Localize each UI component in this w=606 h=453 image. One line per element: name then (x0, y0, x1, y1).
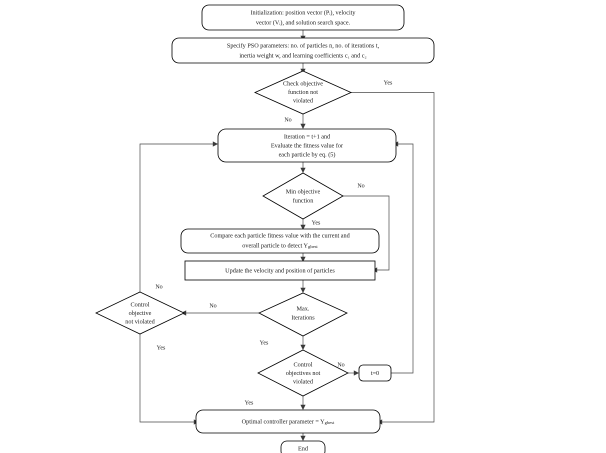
label-min-yes: Yes (312, 220, 321, 226)
compare-fitness-shape (180, 228, 380, 254)
label-check-yes: Yes (384, 80, 393, 86)
label-max-no: No (209, 303, 216, 309)
compare-fitness-line-1: Compare each particle fitness value with… (210, 232, 350, 239)
update-velocity-shape (184, 260, 376, 281)
min-objective-line-1: Min objective (286, 188, 321, 195)
node-control-objective-left: Control objective not violated (95, 291, 185, 335)
max-iterations-line-1: Max. (297, 305, 310, 312)
update-velocity-label: Update the velocity and position of part… (225, 267, 335, 274)
label-min-no: No (357, 183, 364, 189)
node-compare-fitness: Compare each particle fitness value with… (180, 228, 380, 254)
specify-params-line-1: Specify PSO parameters: no. of particles… (227, 42, 380, 49)
iteration-line-3: each particle by eq. (5) (279, 151, 336, 158)
reset-t-label: t=0 (371, 370, 379, 377)
specify-params-line-2: inertia weight w, and learning coefficie… (239, 52, 366, 59)
arrowhead-control-left-no-to-iteration (212, 141, 218, 147)
optimal-parameter-label: Optimal controller parameter = Ygbest (242, 418, 335, 425)
node-max-iterations: Max. Iterations (258, 292, 348, 337)
iteration-shape (217, 128, 397, 163)
node-iteration: Iteration = t+1 and Evaluate the fitness… (217, 128, 397, 163)
edge-reset-to-iteration-rail (391, 143, 414, 374)
node-end: End (280, 440, 326, 453)
control-objective-left-shape (95, 291, 185, 335)
node-control-objectives-bottom: Control objectives not violated (257, 349, 349, 397)
check-objective-line-1: Check objective (283, 80, 323, 87)
label-max-yes: Yes (260, 340, 269, 346)
label-check-no: No (284, 117, 291, 123)
node-check-objective: Check objective function not violated (254, 70, 352, 115)
control-objectives-bottom-shape (257, 349, 349, 397)
arrowhead-optimal-to-end (300, 435, 306, 441)
arrowhead-min-yes-to-compare (300, 224, 306, 230)
arrowhead-control-bottom-yes-to-optimal (300, 404, 306, 410)
edge-min-no-rail (343, 195, 390, 271)
arrowhead-max-yes-to-control-bottom (300, 344, 306, 350)
max-iterations-shape (258, 292, 348, 337)
control-objectives-bottom-line-1: Control (294, 361, 313, 368)
edge-check-yes-rail (351, 92, 435, 423)
arrowhead-update-to-max (300, 287, 306, 293)
reset-t-shape (358, 364, 392, 382)
edge-control-left-no-rail (139, 143, 215, 313)
arrowhead-control-bottom-no-to-reset (353, 370, 359, 376)
check-objective-shape (254, 70, 352, 115)
check-objective-line-2: function not (288, 89, 318, 96)
optimal-parameter-shape (195, 409, 381, 434)
node-reset-t: t=0 (358, 364, 392, 382)
compare-fitness-line-2: overall particle to detect Ygbest (242, 242, 318, 249)
label-control-bottom-yes: Yes (245, 400, 254, 406)
iteration-line-2: Evaluate the fitness value for (271, 142, 343, 149)
end-shape (280, 440, 326, 453)
arrowhead-iteration-to-min (300, 167, 306, 173)
node-initialization: Initialization: position vector (Pᵢ), ve… (201, 4, 405, 31)
initialization-line-1: Initialization: position vector (Pᵢ), ve… (251, 9, 357, 16)
label-control-left-yes: Yes (157, 345, 166, 351)
arrowhead-compare-to-update (300, 256, 306, 262)
label-control-bottom-no: No (337, 362, 344, 368)
initialization-line-2: vector (Vᵢ), and solution search space. (256, 19, 351, 26)
end-label: End (298, 445, 309, 452)
initialization-shape (201, 4, 405, 31)
label-control-left-no: No (155, 284, 162, 290)
min-objective-shape (262, 172, 344, 220)
control-objective-left-line-2: objective (129, 310, 152, 317)
node-min-objective: Min objective function (262, 172, 344, 220)
edge-labels-layer: Yes No No Yes No Yes No Yes No Yes (155, 80, 393, 406)
node-specify-params: Specify PSO parameters: no. of particles… (171, 37, 435, 64)
iteration-line-1: Iteration = t+1 and (284, 133, 331, 140)
control-objectives-bottom-line-2: objectives not (286, 370, 321, 377)
edge-control-left-yes-rail (139, 313, 196, 423)
node-optimal-parameter: Optimal controller parameter = Ygbest (195, 409, 381, 434)
control-objective-left-line-3: not violated (125, 318, 155, 325)
specify-params-shape (171, 37, 435, 64)
arrowhead-check-no-to-iteration (300, 123, 306, 129)
node-update-velocity: Update the velocity and position of part… (184, 260, 376, 281)
control-objectives-bottom-line-3: violated (293, 378, 314, 385)
max-iterations-line-2: Iterations (291, 314, 315, 321)
check-objective-line-3: violated (293, 97, 314, 104)
min-objective-line-2: function (293, 197, 314, 204)
control-objective-left-line-1: Control (131, 301, 150, 308)
